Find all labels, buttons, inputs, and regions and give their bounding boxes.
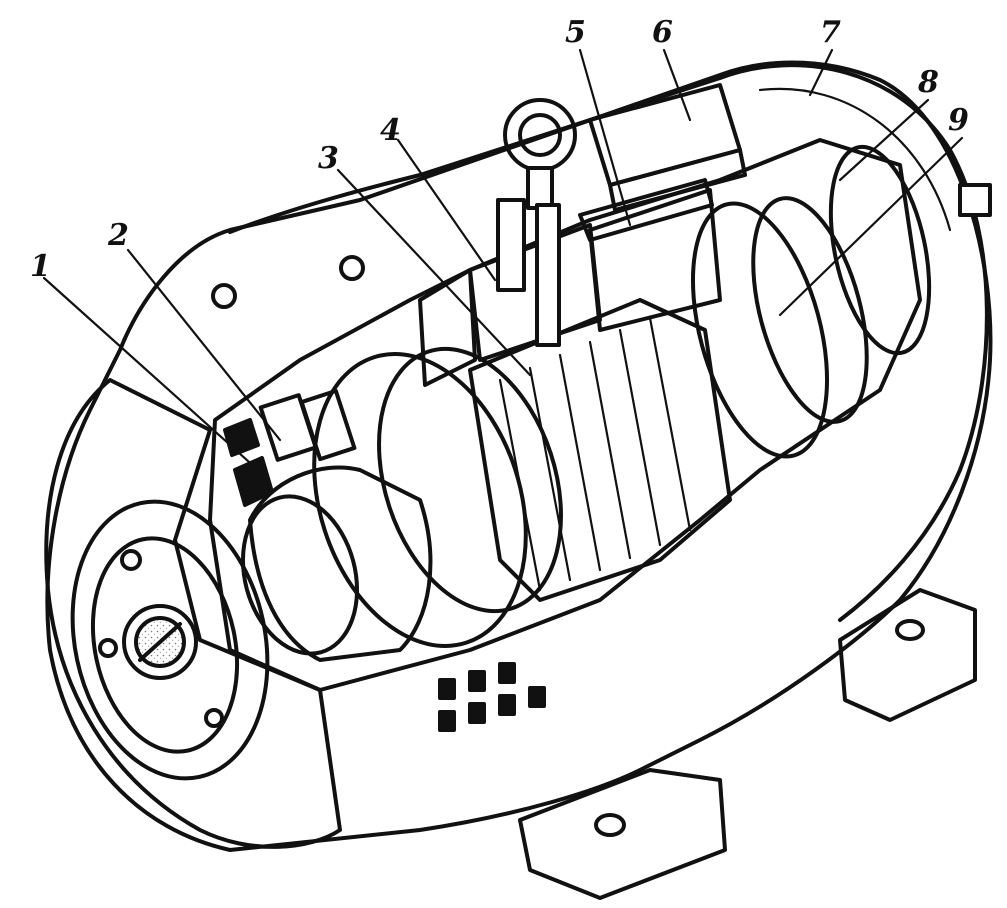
callout-7: 7 bbox=[820, 15, 841, 50]
motor-housing bbox=[45, 60, 993, 852]
callout-3: 3 bbox=[318, 141, 339, 176]
ventilation-grille bbox=[438, 662, 546, 732]
callout-2: 2 bbox=[107, 218, 129, 253]
mounting-foot-front bbox=[518, 768, 727, 900]
callout-labels: 1 2 3 4 5 6 7 8 9 bbox=[30, 15, 969, 284]
terminal-box bbox=[588, 83, 747, 212]
commutator bbox=[240, 465, 433, 662]
end-shield-left bbox=[44, 255, 365, 849]
mounting-foot-rear bbox=[838, 588, 977, 722]
callout-9: 9 bbox=[948, 103, 969, 138]
field-coil bbox=[578, 178, 722, 332]
callout-6: 6 bbox=[652, 15, 673, 50]
lifting-eye-bolt bbox=[496, 98, 577, 347]
callout-1: 1 bbox=[30, 249, 51, 284]
callout-4: 4 bbox=[380, 113, 401, 148]
callout-5: 5 bbox=[565, 15, 586, 50]
brush-holder bbox=[223, 388, 357, 507]
callout-leaders bbox=[42, 48, 964, 472]
armature-winding-front bbox=[312, 346, 563, 648]
armature-core bbox=[468, 298, 732, 602]
armature-winding-rear bbox=[690, 196, 869, 459]
callout-8: 8 bbox=[917, 65, 939, 100]
